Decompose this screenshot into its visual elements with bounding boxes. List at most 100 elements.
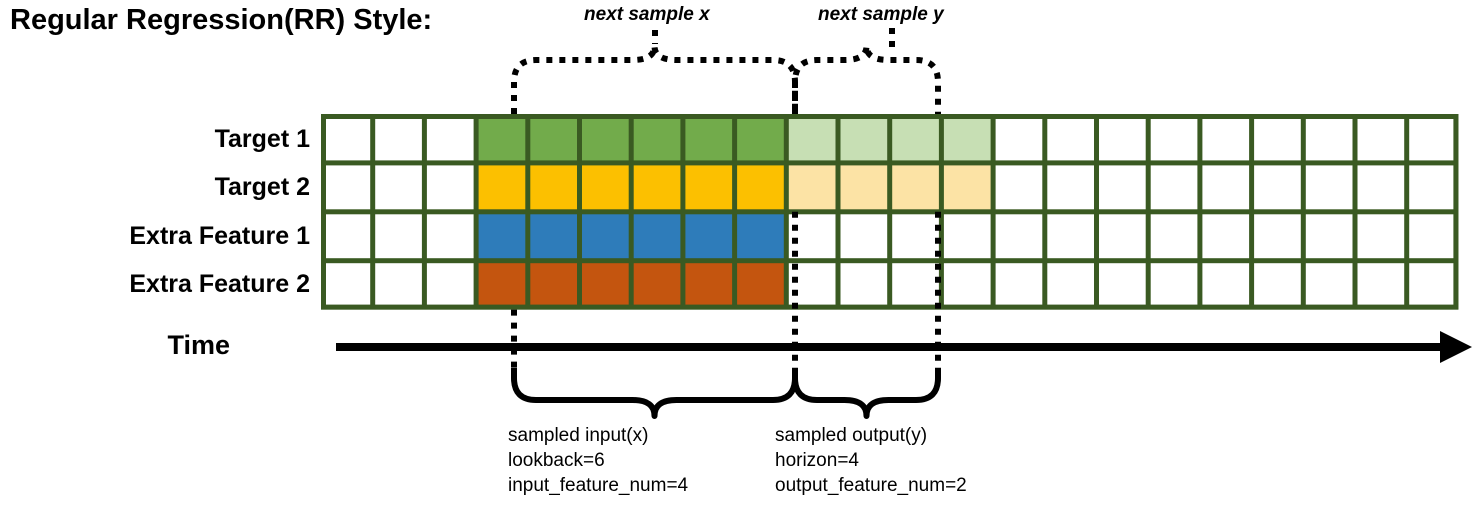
brace-next-sample-y: [792, 43, 941, 114]
grid-cell: [582, 165, 629, 210]
page-title: Regular Regression(RR) Style:: [10, 4, 433, 36]
grid-cell: [375, 214, 422, 259]
grid-cell: [1357, 214, 1405, 259]
grid-cell: [1202, 263, 1250, 308]
grid-cell: [1305, 263, 1353, 308]
grid-cell: [426, 116, 474, 161]
grid-cell: [943, 263, 991, 308]
grid-cell: [737, 263, 784, 308]
bottom-annotation-output: sampled output(y) horizon=4 output_featu…: [775, 423, 967, 498]
grid-cell: [375, 165, 422, 210]
grid-cell: [478, 116, 526, 161]
grid-cell: [530, 263, 577, 308]
grid-cell: [323, 116, 371, 161]
grid-cell: [1357, 116, 1405, 161]
grid-outline: [321, 114, 1459, 310]
grid-cell: [1409, 165, 1456, 210]
grid-cell: [1099, 116, 1146, 161]
brace-sampled-input: [511, 368, 798, 419]
brace-next-sample-x: [511, 43, 798, 114]
grid-cell: [375, 116, 422, 161]
grid-cell: [1409, 116, 1456, 161]
grid-cell: [1254, 165, 1301, 210]
grid-cell: [1202, 214, 1250, 259]
time-axis-label: Time: [167, 330, 230, 360]
grid-cell: [1305, 116, 1353, 161]
grid-cell: [633, 116, 681, 161]
grid-cell: [323, 263, 371, 308]
grid-cell: [737, 214, 784, 259]
grid-cell: [1202, 116, 1250, 161]
grid-cell: [1305, 165, 1353, 210]
grid-cell: [530, 214, 577, 259]
grid-cell: [1409, 214, 1456, 259]
grid-cell: [1047, 263, 1094, 308]
grid-cell: [943, 116, 991, 161]
row-label-extra-feature-1: Extra Feature 1: [129, 222, 310, 250]
grid-cell: [995, 116, 1043, 161]
grid-cell: [582, 116, 629, 161]
grid-cell: [1047, 165, 1094, 210]
grid-cell: [943, 165, 991, 210]
input-feature-num: input_feature_num=4: [508, 475, 689, 496]
grid-cell: [995, 214, 1043, 259]
time-axis-arrowhead: [1440, 331, 1472, 363]
grid-cell: [582, 214, 629, 259]
grid-cell: [1150, 263, 1198, 308]
grid-cell: [1099, 165, 1146, 210]
grid-cell: [323, 165, 371, 210]
grid-cell: [737, 165, 784, 210]
grid-cell: [995, 263, 1043, 308]
grid-cell: [995, 165, 1043, 210]
grid-cell: [1150, 116, 1198, 161]
grid-cell: [840, 116, 888, 161]
grid-cell: [1305, 214, 1353, 259]
grid-cell: [426, 263, 474, 308]
grid-cell: [840, 214, 888, 259]
grid-cell: [892, 116, 939, 161]
top-annotation-next-sample-y: next sample y: [818, 4, 944, 25]
brace-layer: [336, 28, 1472, 419]
grid-cell: [737, 116, 784, 161]
feature-grid: [321, 114, 1459, 310]
output-feature-num: output_feature_num=2: [775, 475, 967, 496]
grid-cell: [633, 165, 681, 210]
grid-cell: [1047, 116, 1094, 161]
grid-cell: [478, 214, 526, 259]
grid-cell: [892, 214, 939, 259]
grid-cell: [840, 165, 888, 210]
output-title: sampled output(y): [775, 425, 928, 446]
grid-cell: [478, 263, 526, 308]
grid-cell: [1099, 214, 1146, 259]
grid-cell: [478, 165, 526, 210]
input-title: sampled input(x): [508, 425, 649, 446]
grid-cell: [633, 214, 681, 259]
grid-cell: [530, 116, 577, 161]
grid-cell: [788, 263, 836, 308]
grid-cell: [530, 165, 577, 210]
grid-cell: [1202, 165, 1250, 210]
grid-cell: [943, 214, 991, 259]
grid-cell: [1357, 165, 1405, 210]
grid-cell: [892, 263, 939, 308]
grid-cell: [685, 165, 733, 210]
row-label-target-2: Target 2: [214, 173, 310, 201]
grid-cell: [788, 116, 836, 161]
grid-cell: [1254, 214, 1301, 259]
top-annotation-next-sample-x: next sample x: [584, 4, 710, 25]
row-label-extra-feature-2: Extra Feature 2: [129, 270, 310, 298]
grid-cell: [582, 263, 629, 308]
grid-cell: [375, 263, 422, 308]
grid-cell: [892, 165, 939, 210]
grid-cell: [633, 263, 681, 308]
brace-sampled-output: [792, 368, 941, 419]
grid-cell: [1357, 263, 1405, 308]
input-lookback: lookback=6: [508, 450, 605, 471]
row-label-target-1: Target 1: [214, 125, 310, 153]
grid-cell: [1254, 263, 1301, 308]
grid-cell: [1047, 214, 1094, 259]
grid-cell: [685, 214, 733, 259]
grid-cell: [1409, 263, 1456, 308]
